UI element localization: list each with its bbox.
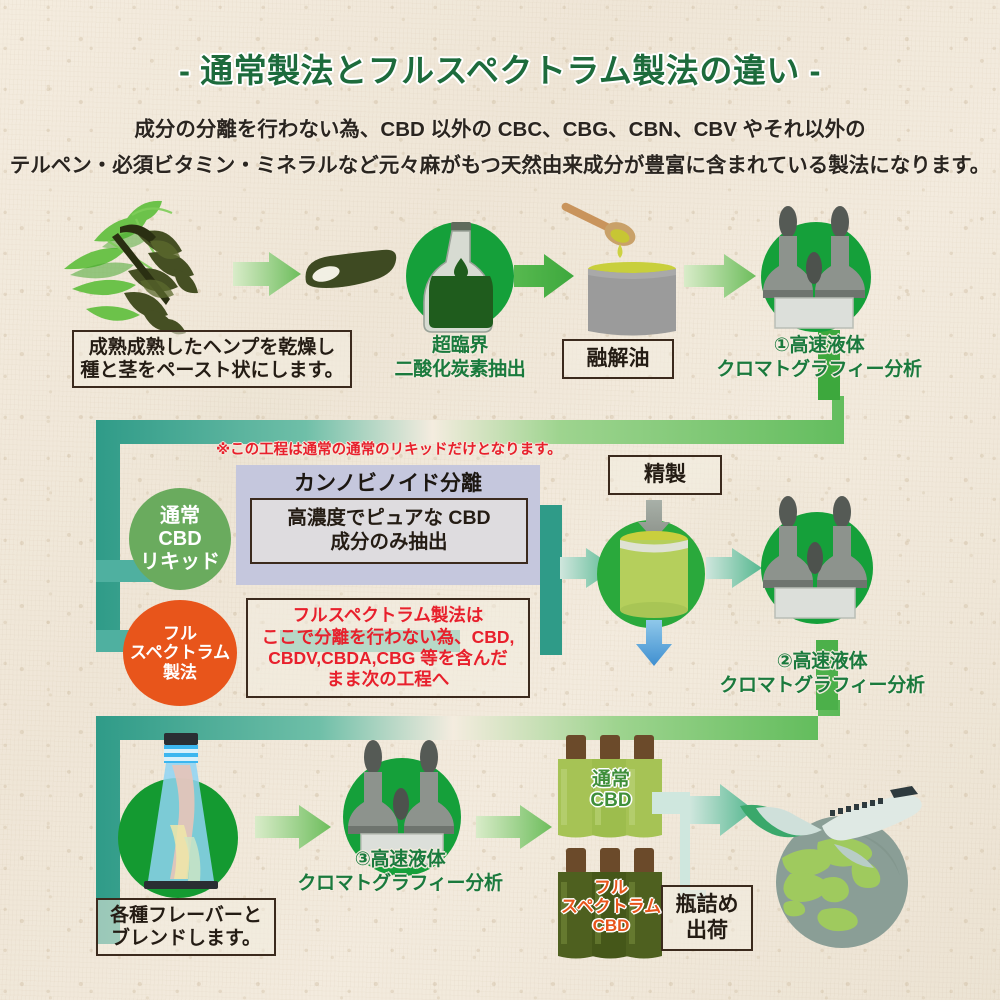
full-spectrum-box: フルスペクトラム製法は ここで分離を行わない為、CBD, CBDV,CBDA,C… xyxy=(246,598,530,698)
hemp-paste-icon xyxy=(305,249,397,288)
blend-caption-box: 各種フレーバーと ブレンドします。 xyxy=(96,898,276,956)
subtitle-line-2: テルペン・必須ビタミン・ミネラルなど元々麻がもつ天然由来成分が豊富に含まれている… xyxy=(9,154,991,177)
pill-normal-cbd: 通常 CBD リキッド xyxy=(129,488,231,590)
extraction-bottle-icon xyxy=(423,222,493,333)
step3-label: 超臨界 二酸化炭素抽出 xyxy=(394,335,526,381)
oil-pot-spoon-icon xyxy=(561,202,676,336)
arrow-right-2 xyxy=(330,252,400,296)
arrow-right-6 xyxy=(476,805,552,849)
bottling-connector xyxy=(652,784,754,900)
arrow-right-5 xyxy=(255,805,331,849)
bottles-full-spectrum xyxy=(558,848,662,959)
arrow-right-1 xyxy=(233,252,301,296)
bottles-normal-cbd xyxy=(558,735,662,838)
cannabinoid-panel-title: カンノビノイド分離 xyxy=(294,472,482,495)
bottles-full-label: フル スペクトラム CBD xyxy=(560,878,662,936)
subtitle-line-1: 成分の分離を行わない為、CBD 以外の CBC、CBG、CBN、CBV やそれ以… xyxy=(134,118,866,141)
hplc2-label: ②高速液体 クロマトグラフィー分析 xyxy=(719,651,925,697)
arrow-right-hplc2 xyxy=(706,548,762,588)
blending-flask-icon xyxy=(144,733,218,889)
bottles-normal-label: 通常 CBD xyxy=(590,769,632,812)
hplc-machine-icon-1 xyxy=(763,206,865,329)
arrow-right-4 xyxy=(684,254,756,298)
bottling-caption-box: 瓶詰め 出荷 xyxy=(661,885,753,951)
hplc3-label: ③高速液体 クロマトグラフィー分析 xyxy=(297,849,503,895)
refine-caption-box: 精製 xyxy=(608,455,722,495)
normal-cbd-box: 高濃度でピュアな CBD 成分のみ抽出 xyxy=(250,498,528,564)
step5-label: ①高速液体 クロマトグラフィー分析 xyxy=(716,335,922,381)
step1-caption-box: 成熟成熟したヘンプを乾燥し 種と茎をペースト状にします。 xyxy=(72,330,352,388)
process-note: ※この工程は通常の通常のリキッドだけとなります。 xyxy=(216,442,562,458)
step4-caption-box: 融解油 xyxy=(562,339,674,379)
arrow-right-refine xyxy=(560,548,616,588)
hplc-machine-icon-2 xyxy=(763,496,867,619)
hemp-leaves-icon xyxy=(64,200,198,335)
hplc-machine-icon-3 xyxy=(348,740,454,865)
refining-vessel-icon xyxy=(620,500,688,666)
pill-full-spectrum: フル スペクトラム 製法 xyxy=(123,600,237,706)
globe-airplane-icon xyxy=(740,786,922,948)
arrow-right-3 xyxy=(514,254,574,298)
page-title: - 通常製法とフルスペクトラム製法の違い - xyxy=(178,52,821,89)
